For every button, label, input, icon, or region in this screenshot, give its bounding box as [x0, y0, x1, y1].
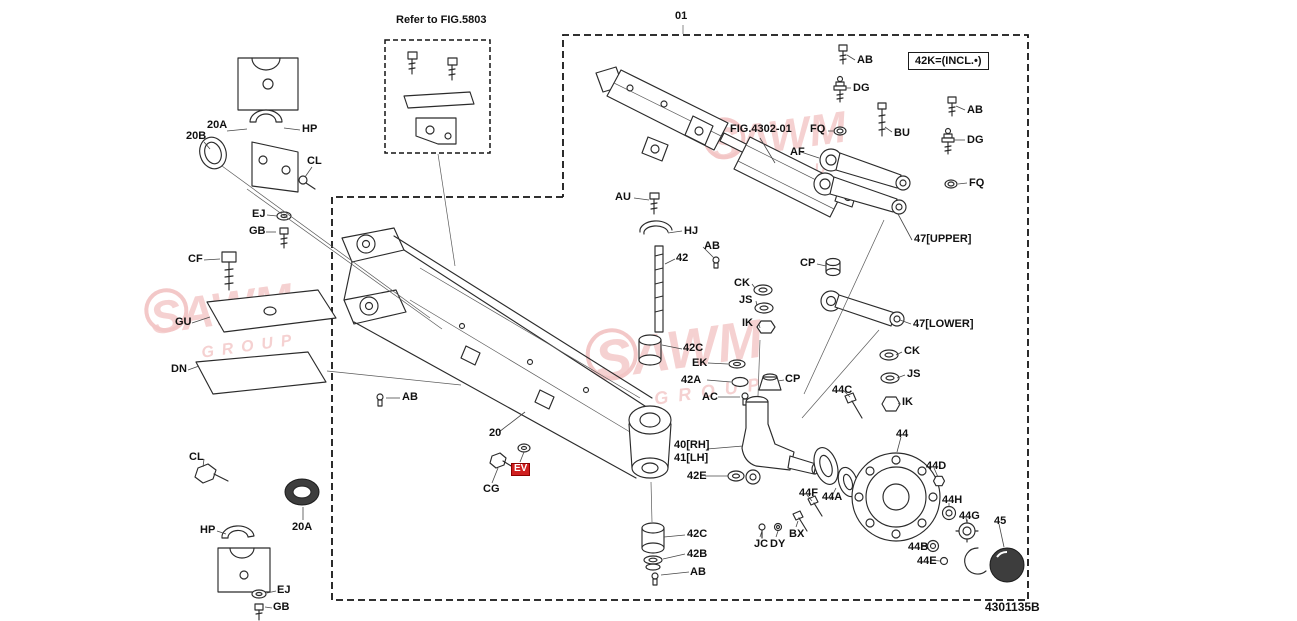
part-label-ab-beam: AB [402, 391, 418, 403]
part-label-47-upper: 47[UPPER] [914, 233, 972, 245]
part-label-40rh: 40[RH] [674, 439, 710, 451]
part-label-44h: 44H [942, 494, 963, 506]
top-fasteners-drawing [833, 44, 958, 189]
steering-knuckle-drawing [727, 395, 819, 485]
lower-bushing-stack-drawing [641, 481, 665, 586]
part-label-dn: DN [171, 363, 187, 375]
assembly-boundary [331, 25, 1029, 601]
part-label-cl-lower: CL [189, 451, 204, 463]
part-label-ej-upper: EJ [252, 208, 266, 220]
part-label-js-right: JS [907, 368, 921, 380]
part-label-ab-top-1: AB [857, 54, 873, 66]
part-label-44: 44 [896, 428, 909, 440]
refer-box [384, 39, 491, 267]
part-label-20a-lower: 20A [292, 521, 313, 533]
part-label-js-center: JS [739, 294, 753, 306]
part-label-jc: JC [754, 538, 769, 550]
part-label-ej-lower: EJ [277, 584, 291, 596]
part-label-ck-right: CK [904, 345, 920, 357]
part-label-44c: 44C [832, 384, 853, 396]
center-fasteners-drawing [638, 192, 841, 406]
part-label-42a: 42A [681, 374, 702, 386]
lower-mount-drawing [194, 393, 384, 621]
part-label-44b: 44B [908, 541, 929, 553]
part-label-42c-lower: 42C [687, 528, 708, 540]
part-label-42: 42 [676, 252, 689, 264]
part-label-cf: CF [188, 253, 203, 265]
part-label-45: 45 [994, 515, 1007, 527]
part-label-fq-1: FQ [810, 123, 826, 135]
part-label-bx: BX [789, 528, 805, 540]
part-label-44e: 44E [917, 555, 937, 567]
part-label-dg-top-1: DG [853, 82, 870, 94]
part-label-42b: 42B [687, 548, 708, 560]
part-label-au: AU [615, 191, 631, 203]
part-label-gb-lower: GB [273, 601, 290, 613]
cf-bolt-drawing [221, 251, 237, 291]
part-label-20b: 20B [186, 130, 207, 142]
part-label-42c-upper: 42C [683, 342, 704, 354]
part-label-ac: AC [702, 391, 718, 403]
axle-beam-drawing [341, 227, 672, 479]
part-label-44g: 44G [959, 510, 980, 522]
inclusion-note-box: 42K=(INCL.•) [908, 52, 989, 70]
part-label-cg: CG [483, 483, 500, 495]
part-label-cp-1: CP [800, 257, 816, 269]
part-label-42e: 42E [687, 470, 707, 482]
gu-plate-drawing [206, 289, 337, 333]
refer-note: Refer to FIG.5803 [396, 14, 487, 26]
fig-reference-label: FIG.4302-01 [730, 123, 792, 135]
part-label-gb-upper: GB [249, 225, 266, 237]
part-label-ev-highlighted: EV [511, 463, 531, 476]
part-label-hj: HJ [684, 225, 699, 237]
part-label-cl-upper: CL [307, 155, 322, 167]
part-label-ik-right: IK [902, 396, 913, 408]
part-label-ab-top-2: AB [967, 104, 983, 116]
part-label-ab-center-2: AB [690, 566, 706, 578]
part-label-dy: DY [770, 538, 786, 550]
part-label-bu: BU [894, 127, 910, 139]
part-label-dg-top-2: DG [967, 134, 984, 146]
part-label-ck-center: CK [734, 277, 750, 289]
part-label-ab-center-1: AB [704, 240, 720, 252]
knuckle-arm-drawing [813, 148, 911, 412]
part-label-af: AF [790, 146, 805, 158]
part-label-20a-upper: 20A [207, 119, 228, 131]
part-label-20: 20 [489, 427, 502, 439]
part-label-41lh: 41[LH] [674, 452, 709, 464]
part-label-hp-upper: HP [302, 123, 318, 135]
part-label-fq-2: FQ [969, 177, 985, 189]
drawing-number: 4301135B [985, 600, 1040, 614]
part-label-cp-2: CP [785, 373, 801, 385]
part-label-ek: EK [692, 357, 708, 369]
part-label-47-lower: 47[LOWER] [913, 318, 974, 330]
part-label-ik-center: IK [742, 317, 753, 329]
part-label-44d: 44D [926, 460, 947, 472]
dn-plate-drawing [195, 351, 327, 395]
part-label-hp-lower: HP [200, 524, 216, 536]
assembly-region-label: 01 [675, 10, 688, 22]
part-label-44f: 44F [799, 487, 818, 499]
part-label-44a: 44A [822, 491, 843, 503]
part-label-gu: GU [175, 316, 192, 328]
leader-lines [187, 54, 1005, 609]
